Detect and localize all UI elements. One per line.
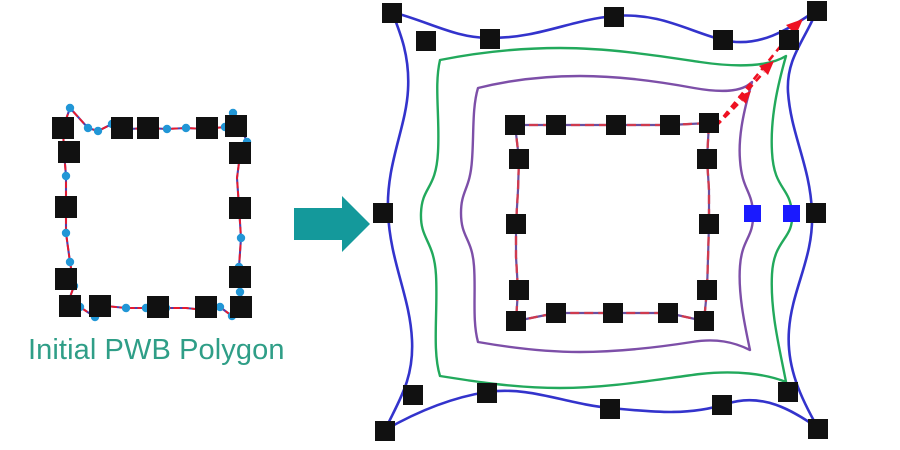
initial-polygon-vertices bbox=[52, 115, 252, 318]
green-contour bbox=[419, 46, 794, 390]
left-panel-initial-polygon bbox=[52, 103, 252, 322]
inner-polygon-solid-edges bbox=[513, 121, 711, 323]
inner-red-polygon bbox=[513, 121, 711, 323]
initial-pwb-polygon-caption: Initial PWB Polygon bbox=[28, 334, 285, 366]
transformation-arrow bbox=[294, 196, 370, 252]
purple-contour bbox=[459, 74, 755, 354]
blue-highlight-square-green bbox=[783, 205, 800, 222]
blue-highlight-squares bbox=[744, 205, 800, 222]
initial-polygon-dashed-edges bbox=[62, 107, 248, 318]
blue-highlight-square-purple bbox=[744, 205, 761, 222]
inner-polygon-vertices bbox=[505, 113, 719, 331]
initial-polygon-solid-edges bbox=[61, 106, 249, 319]
right-panel-expanded-contours bbox=[373, 1, 828, 441]
outer-contour-vertices bbox=[373, 1, 828, 441]
